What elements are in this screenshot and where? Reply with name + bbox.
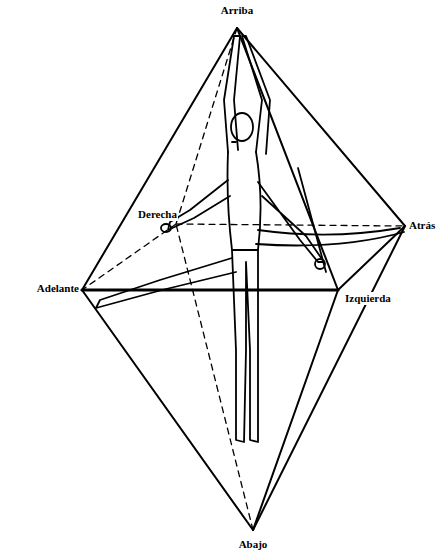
- direction-label: Atrás: [408, 219, 436, 232]
- direction-label: Adelante: [36, 282, 80, 295]
- direction-label: Izquierda: [344, 292, 392, 305]
- direction-label: Arriba: [220, 4, 254, 17]
- direction-label: Abajo: [238, 538, 269, 551]
- direction-label: Derecha: [137, 208, 178, 221]
